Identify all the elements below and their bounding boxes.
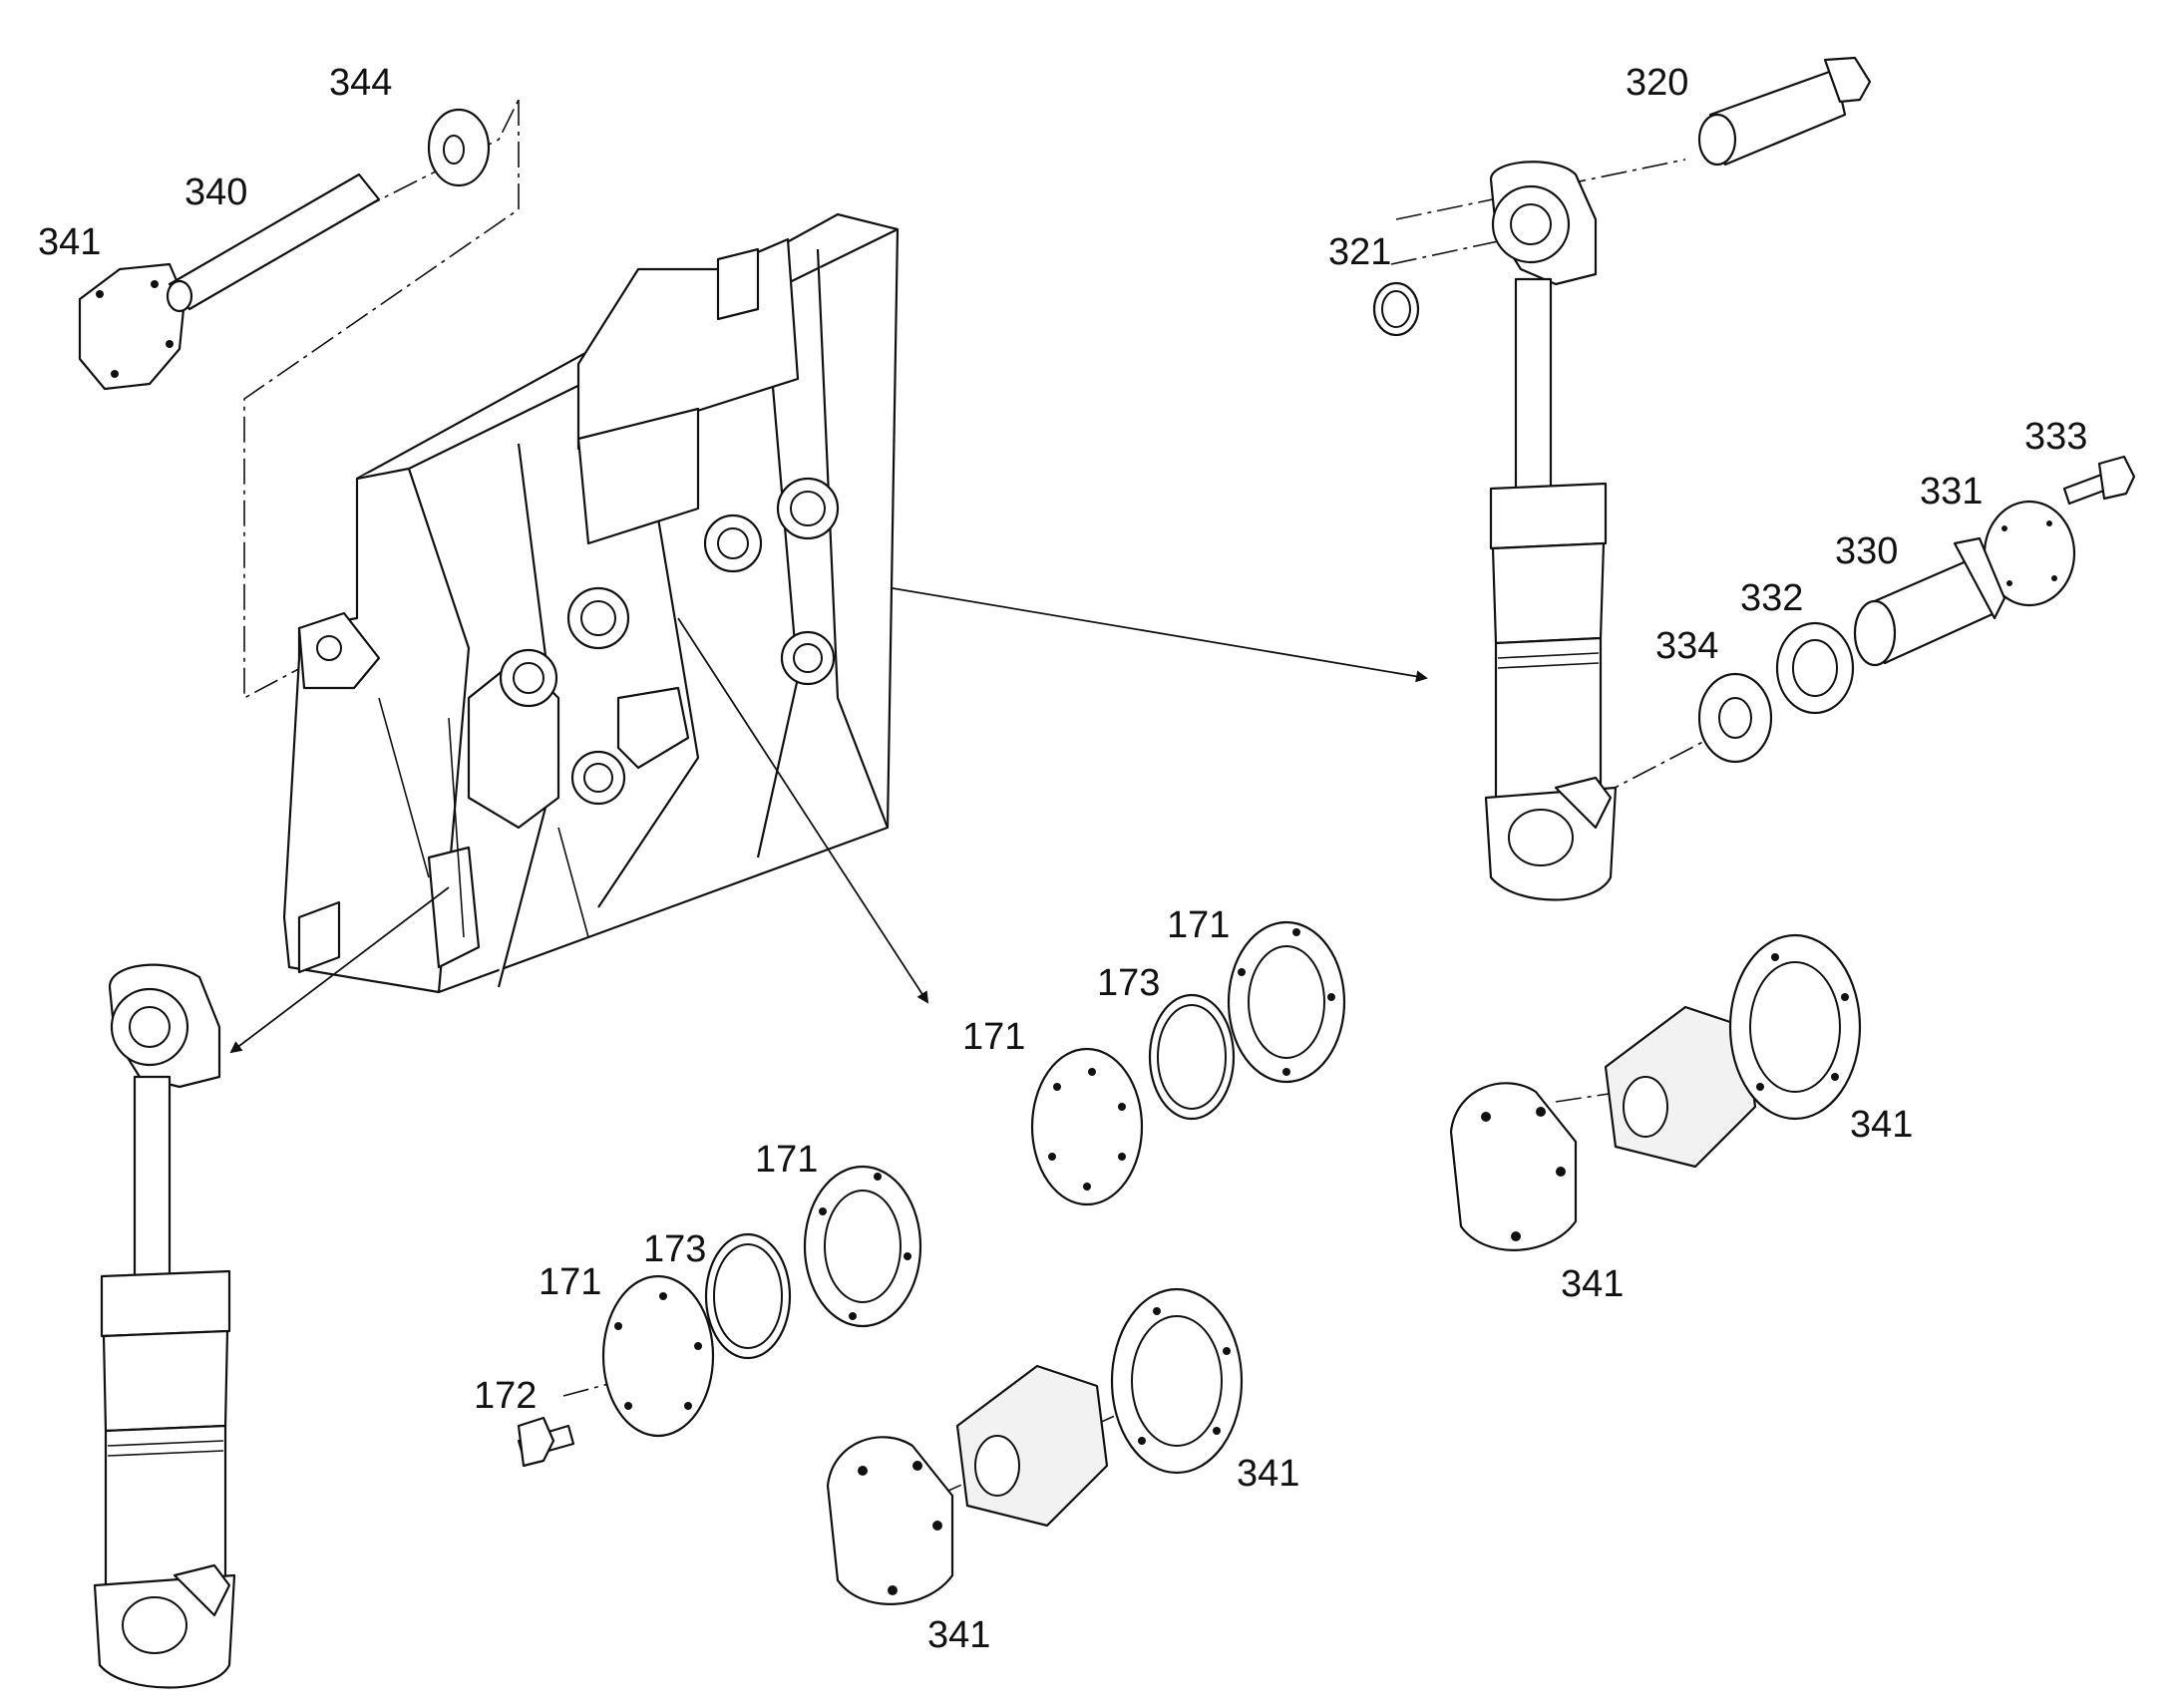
callout-341: 341 — [1561, 1263, 1624, 1305]
pin-320 — [1697, 56, 1872, 167]
right-bearing-set — [1449, 933, 1862, 1251]
lower-bearing-set — [826, 1287, 1244, 1605]
upper-plate-set — [1030, 920, 1346, 1206]
callout-330: 330 — [1835, 530, 1898, 572]
callout-labels: 344 340 341 320 321 333 331 330 332 334 … — [38, 62, 2087, 1656]
callout-332: 332 — [1740, 577, 1803, 619]
bolt-333 — [2062, 455, 2136, 506]
right-cylinder-assembly — [1484, 161, 1618, 901]
callout-172: 172 — [474, 1375, 537, 1417]
callout-171: 171 — [539, 1261, 601, 1303]
callout-331: 331 — [1920, 471, 1983, 512]
washer-334 — [1697, 672, 1773, 764]
callout-334: 334 — [1655, 625, 1718, 667]
callout-171: 171 — [755, 1139, 818, 1181]
callout-341: 341 — [1237, 1453, 1299, 1495]
callout-344: 344 — [329, 62, 392, 104]
pin-330 — [1853, 536, 2006, 667]
callout-173: 173 — [643, 1228, 706, 1270]
callout-340: 340 — [184, 171, 247, 213]
callout-333: 333 — [2024, 416, 2087, 458]
arrows — [229, 587, 1428, 1054]
callout-171: 171 — [1167, 904, 1230, 946]
callout-321: 321 — [1328, 231, 1391, 273]
ring-321 — [1372, 281, 1420, 337]
left-cylinder-assembly — [93, 963, 236, 1689]
callout-341: 341 — [38, 221, 101, 263]
callout-320: 320 — [1626, 62, 1688, 104]
ring-332 — [1775, 621, 1855, 715]
callout-173: 173 — [1097, 962, 1160, 1004]
lower-plate-set — [517, 1165, 922, 1468]
callout-341: 341 — [1850, 1104, 1913, 1146]
callout-341: 341 — [927, 1614, 990, 1656]
top-left-pin-assembly — [78, 108, 491, 391]
main-frame-assembly — [282, 212, 900, 994]
callout-171: 171 — [962, 1016, 1025, 1058]
